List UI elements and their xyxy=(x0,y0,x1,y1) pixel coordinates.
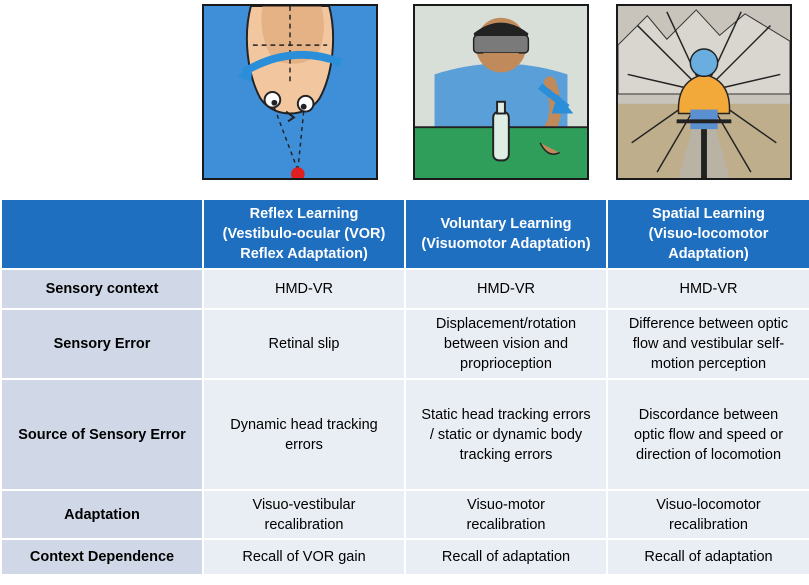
row-label: Adaptation xyxy=(0,489,204,540)
table-cell: HMD-VR xyxy=(202,268,406,310)
head-rotation-vor-icon xyxy=(204,6,376,178)
table-cell: HMD-VR xyxy=(606,268,809,310)
table-cell: Recall of adaptation xyxy=(404,538,608,576)
vor-illustration xyxy=(202,4,378,180)
table-cell: Discordance between optic flow and speed… xyxy=(606,378,809,491)
table-cell: Dynamic head tracking errors xyxy=(202,378,406,491)
table-cell: Displacement/rotation between vision and… xyxy=(404,308,608,380)
table-row: Sensory context HMD-VR HMD-VR HMD-VR xyxy=(0,268,809,310)
learning-comparison-table: Reflex Learning (Vestibulo-ocular (VOR) … xyxy=(0,198,809,576)
table-header-row: Reflex Learning (Vestibulo-ocular (VOR) … xyxy=(0,198,809,270)
cyclist-optic-flow-icon xyxy=(618,6,790,178)
table-cell: HMD-VR xyxy=(404,268,608,310)
table-cell: Visuo-motor recalibration xyxy=(404,489,608,540)
table-row: Adaptation Visuo-vestibular recalibratio… xyxy=(0,489,809,540)
table-row: Context Dependence Recall of VOR gain Re… xyxy=(0,538,809,576)
table-cell: Static head tracking errors / static or … xyxy=(404,378,608,491)
row-label: Sensory Error xyxy=(0,308,204,380)
table-row: Sensory Error Retinal slip Displacement/… xyxy=(0,308,809,380)
table-cell: Recall of adaptation xyxy=(606,538,809,576)
table-cell: Difference between optic flow and vestib… xyxy=(606,308,809,380)
row-label: Sensory context xyxy=(0,268,204,310)
header-voluntary-learning: Voluntary Learning (Visuomotor Adaptatio… xyxy=(404,198,608,270)
header-spatial-learning: Spatial Learning (Visuo-locomotor Adapta… xyxy=(606,198,809,270)
table-cell: Visuo-locomotor recalibration xyxy=(606,489,809,540)
vr-headset-reaching-icon xyxy=(415,6,587,178)
header-blank-cell xyxy=(0,198,204,270)
header-reflex-learning: Reflex Learning (Vestibulo-ocular (VOR) … xyxy=(202,198,406,270)
visuolocomotor-illustration xyxy=(616,4,792,180)
table-row: Source of Sensory Error Dynamic head tra… xyxy=(0,378,809,491)
table-cell: Recall of VOR gain xyxy=(202,538,406,576)
row-label: Context Dependence xyxy=(0,538,204,576)
row-label: Source of Sensory Error xyxy=(0,378,204,491)
visuomotor-illustration xyxy=(413,4,589,180)
table-cell: Retinal slip xyxy=(202,308,406,380)
table-cell: Visuo-vestibular recalibration xyxy=(202,489,406,540)
